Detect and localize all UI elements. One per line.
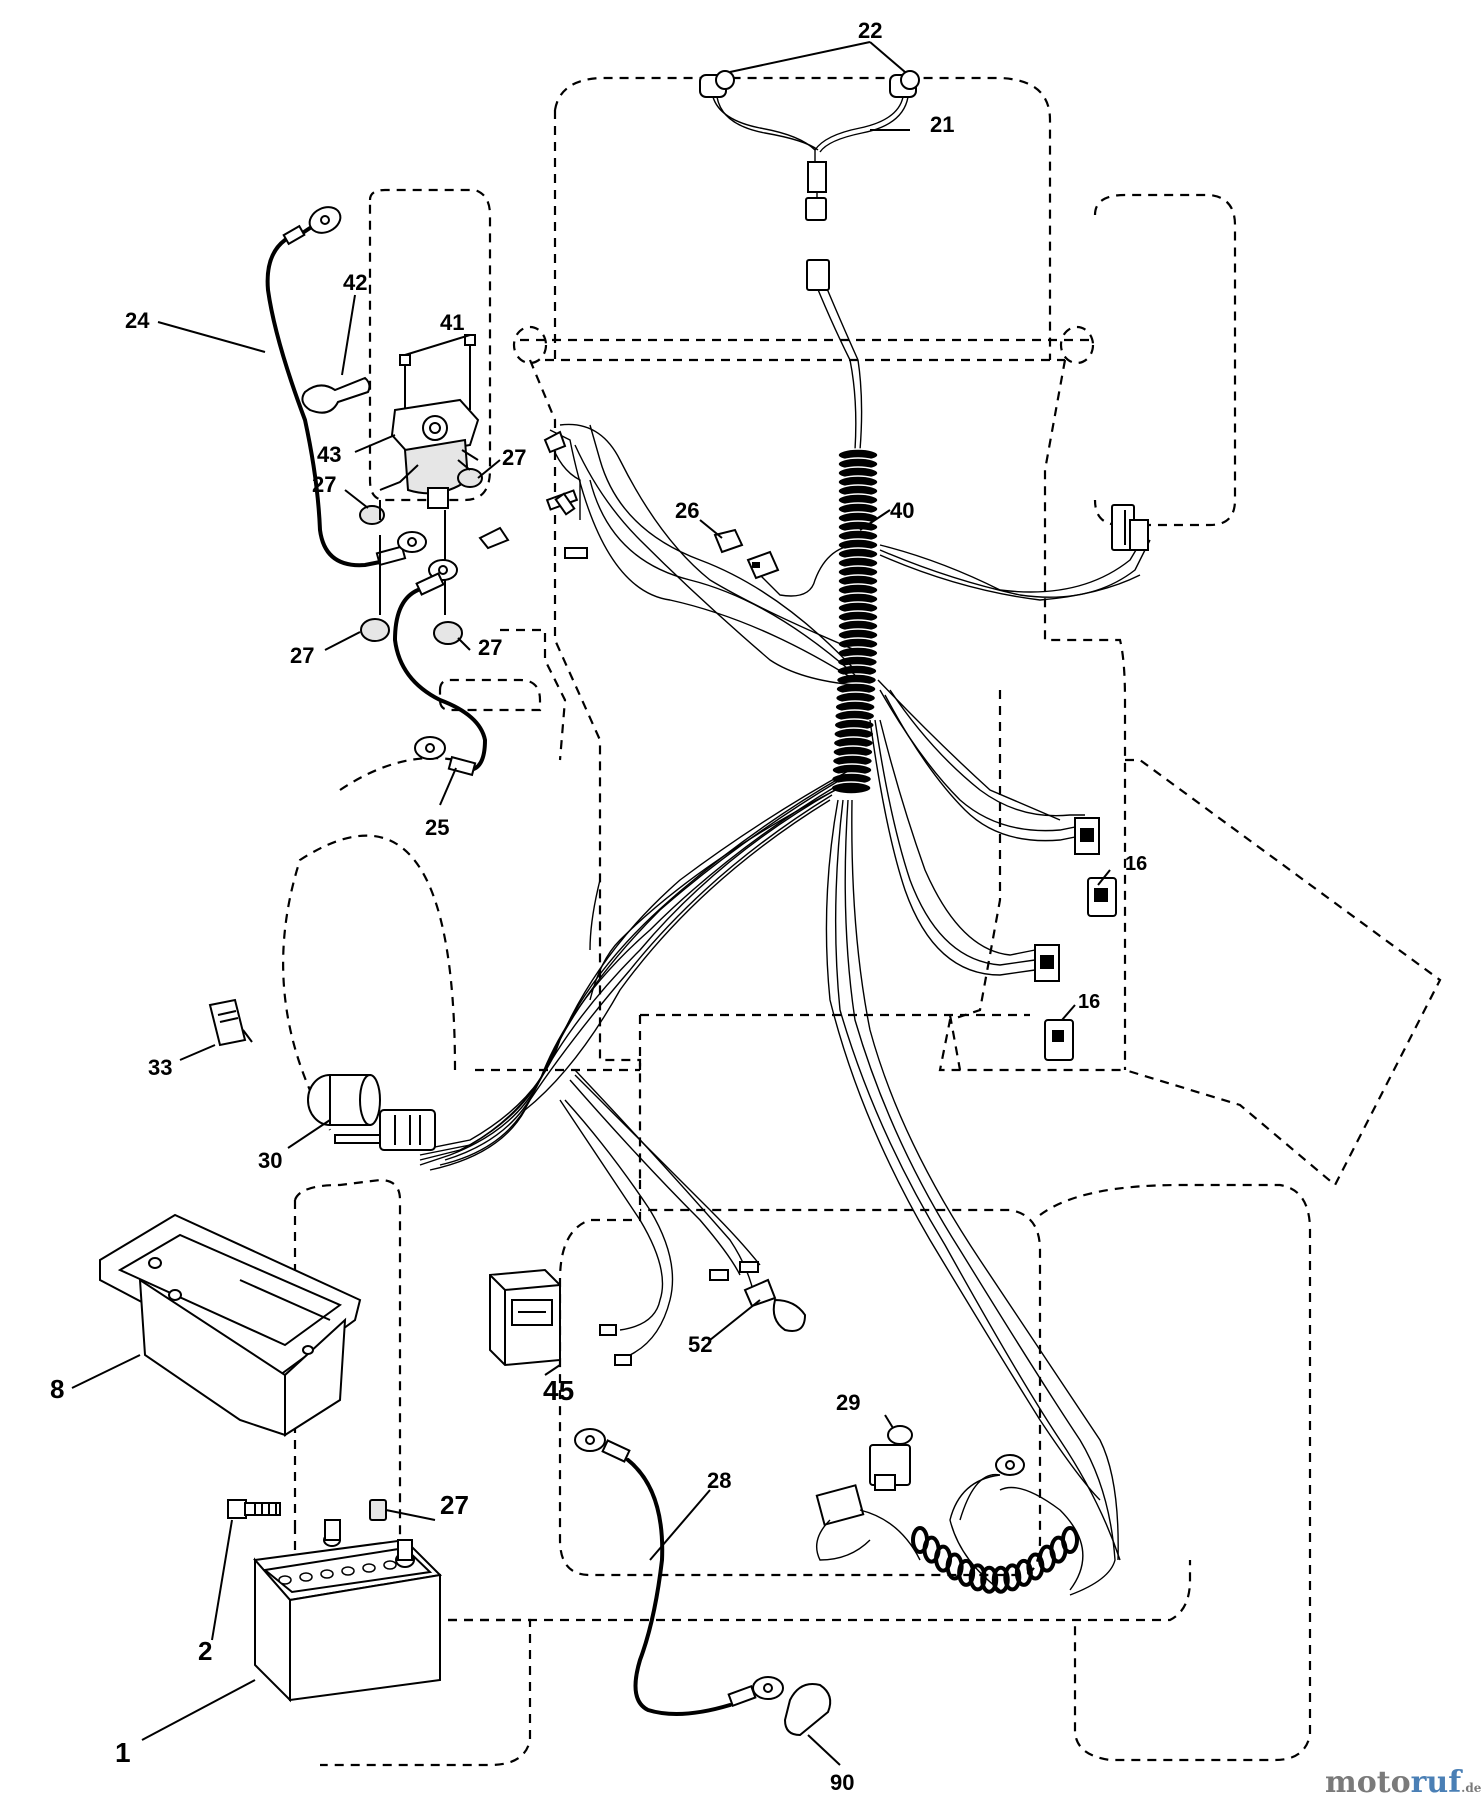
callout-45: 45	[543, 1375, 574, 1406]
callout-16-lower: 16	[1078, 991, 1100, 1013]
callout-2: 2	[198, 1636, 212, 1666]
callout-41: 41	[440, 310, 464, 335]
callout-33: 33	[148, 1055, 172, 1080]
watermark-logo: motoruf.de	[1325, 1765, 1482, 1800]
callout-16-upper: 16	[1125, 853, 1147, 875]
battery	[253, 1519, 443, 1703]
leader-lines	[71, 41, 1111, 1766]
callout-24: 24	[125, 308, 150, 333]
seat-switch-connector	[1111, 504, 1149, 551]
battery-cell-cap	[299, 1572, 313, 1582]
callout-8: 8	[50, 1374, 64, 1404]
callout-27-nut-left: 27	[290, 643, 314, 668]
watermark-text-b: ruf	[1411, 1765, 1464, 1800]
battery-cell-cap	[341, 1566, 355, 1576]
meter-connectors	[599, 1261, 759, 1366]
terminal-boot-90	[783, 1683, 832, 1737]
cable-25	[392, 559, 488, 777]
callout-30: 30	[258, 1148, 282, 1173]
ignition-key	[208, 998, 253, 1047]
switch-16-lower	[1034, 944, 1074, 1061]
callout-43: 43	[317, 442, 341, 467]
callout-21: 21	[930, 112, 954, 137]
callout-labels: 22 21 24 42 41 43 27 27 26 40 27 27 25 1…	[50, 18, 1147, 1795]
coil-loop	[980, 1565, 999, 1594]
ignition-switch	[307, 1074, 436, 1151]
callout-1: 1	[115, 1737, 131, 1768]
callout-27-battery: 27	[440, 1490, 469, 1520]
hour-meter	[489, 1268, 561, 1367]
coil-loop	[991, 1565, 1010, 1594]
callout-27-solenoid-right: 27	[502, 445, 526, 470]
bulb-52	[743, 1278, 807, 1332]
headlight-harness	[699, 70, 920, 221]
nut-27-battery	[369, 1499, 387, 1521]
callout-29: 29	[836, 1390, 860, 1415]
watermark-text-a: moto	[1325, 1765, 1411, 1800]
battery-cell-cap	[278, 1575, 292, 1585]
loom-rib	[830, 781, 872, 795]
pto-switch-29	[815, 1425, 1084, 1594]
battery-cell-cap	[362, 1563, 376, 1573]
callout-25: 25	[425, 815, 449, 840]
switch-16-upper	[1074, 817, 1117, 917]
battery-cell-cap	[320, 1569, 334, 1579]
battery-cells	[278, 1560, 397, 1585]
corrugated-loom	[830, 448, 879, 795]
harness-terminals-left	[478, 430, 588, 559]
coiled-cord	[911, 1526, 1079, 1594]
main-wire-harness	[419, 259, 1151, 1596]
battery-box	[99, 1213, 362, 1437]
svg-text:motoruf.de: motoruf.de	[1325, 1765, 1482, 1800]
battery-cell-cap	[383, 1560, 397, 1570]
callout-27-nut-right: 27	[478, 635, 502, 660]
callout-26: 26	[675, 498, 699, 523]
connector-26	[713, 528, 780, 580]
callout-40: 40	[890, 498, 914, 523]
callout-27-solenoid-left: 27	[312, 472, 336, 497]
cable-28	[574, 1428, 784, 1716]
bolt-2	[227, 1499, 281, 1519]
chassis-outline	[282, 76, 1442, 1767]
callout-22: 22	[858, 18, 882, 43]
ground-cable-24	[265, 206, 427, 568]
callout-90: 90	[830, 1770, 854, 1795]
callout-28: 28	[707, 1468, 731, 1493]
watermark-suffix: .de	[1461, 1781, 1482, 1795]
callout-42: 42	[343, 270, 367, 295]
coil-loop	[1061, 1526, 1079, 1554]
callout-52: 52	[688, 1332, 712, 1357]
